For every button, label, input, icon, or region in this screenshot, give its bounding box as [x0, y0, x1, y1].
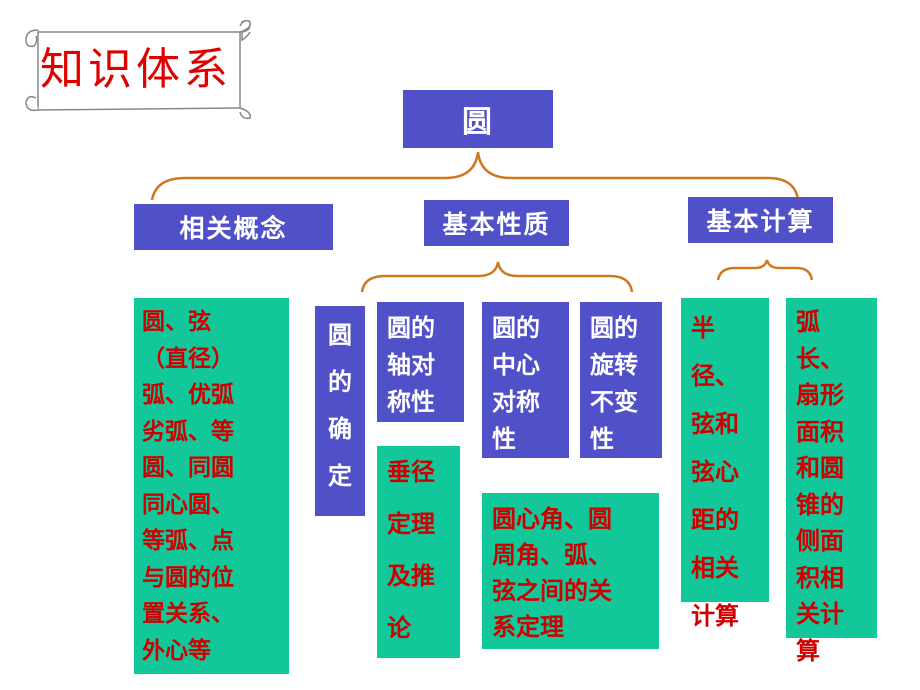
- rotation-invariance-box: 圆的 旋转 不变 性: [580, 302, 662, 458]
- perpendicular-diameter-box: 垂径 定理 及推 论: [377, 446, 460, 658]
- category-label: 基本性质: [442, 210, 551, 239]
- radius-chord-box: 半径、 弦和 弦心 距的 相关 计算: [681, 298, 769, 630]
- angle-relations-box: 圆心角、圆 周角、弧、 弦之间的关 系定理: [482, 493, 659, 649]
- category-label: 相关概念: [179, 214, 288, 243]
- title-scroll-banner: [25, 20, 252, 120]
- brace-properties: [360, 261, 634, 293]
- page-title: 知识体系: [40, 44, 232, 95]
- concepts-box: 圆、弦 （直径） 弧、优弧 劣弧、等 圆、同圆 同心圆、 等弧、点 与圆的位 置…: [134, 298, 289, 674]
- central-symmetry-box: 圆的 中心 对称 性: [482, 302, 569, 458]
- brace-root: [150, 151, 800, 201]
- arc-sector-box: 弧长、 扇形 面积 和圆 锥的 侧面 积相 关计 算: [786, 298, 877, 665]
- root-label: 圆: [462, 105, 494, 140]
- root-node: 圆: [403, 90, 553, 148]
- determination-box: 圆 的 确 定: [315, 306, 365, 516]
- category-label: 基本计算: [706, 207, 815, 236]
- brace-calculation: [716, 259, 814, 281]
- category-basic-properties: 基本性质: [424, 200, 569, 246]
- axial-symmetry-box: 圆的 轴对 称性: [377, 302, 464, 422]
- category-basic-calculation: 基本计算: [688, 197, 833, 243]
- category-related-concepts: 相关概念: [134, 204, 333, 250]
